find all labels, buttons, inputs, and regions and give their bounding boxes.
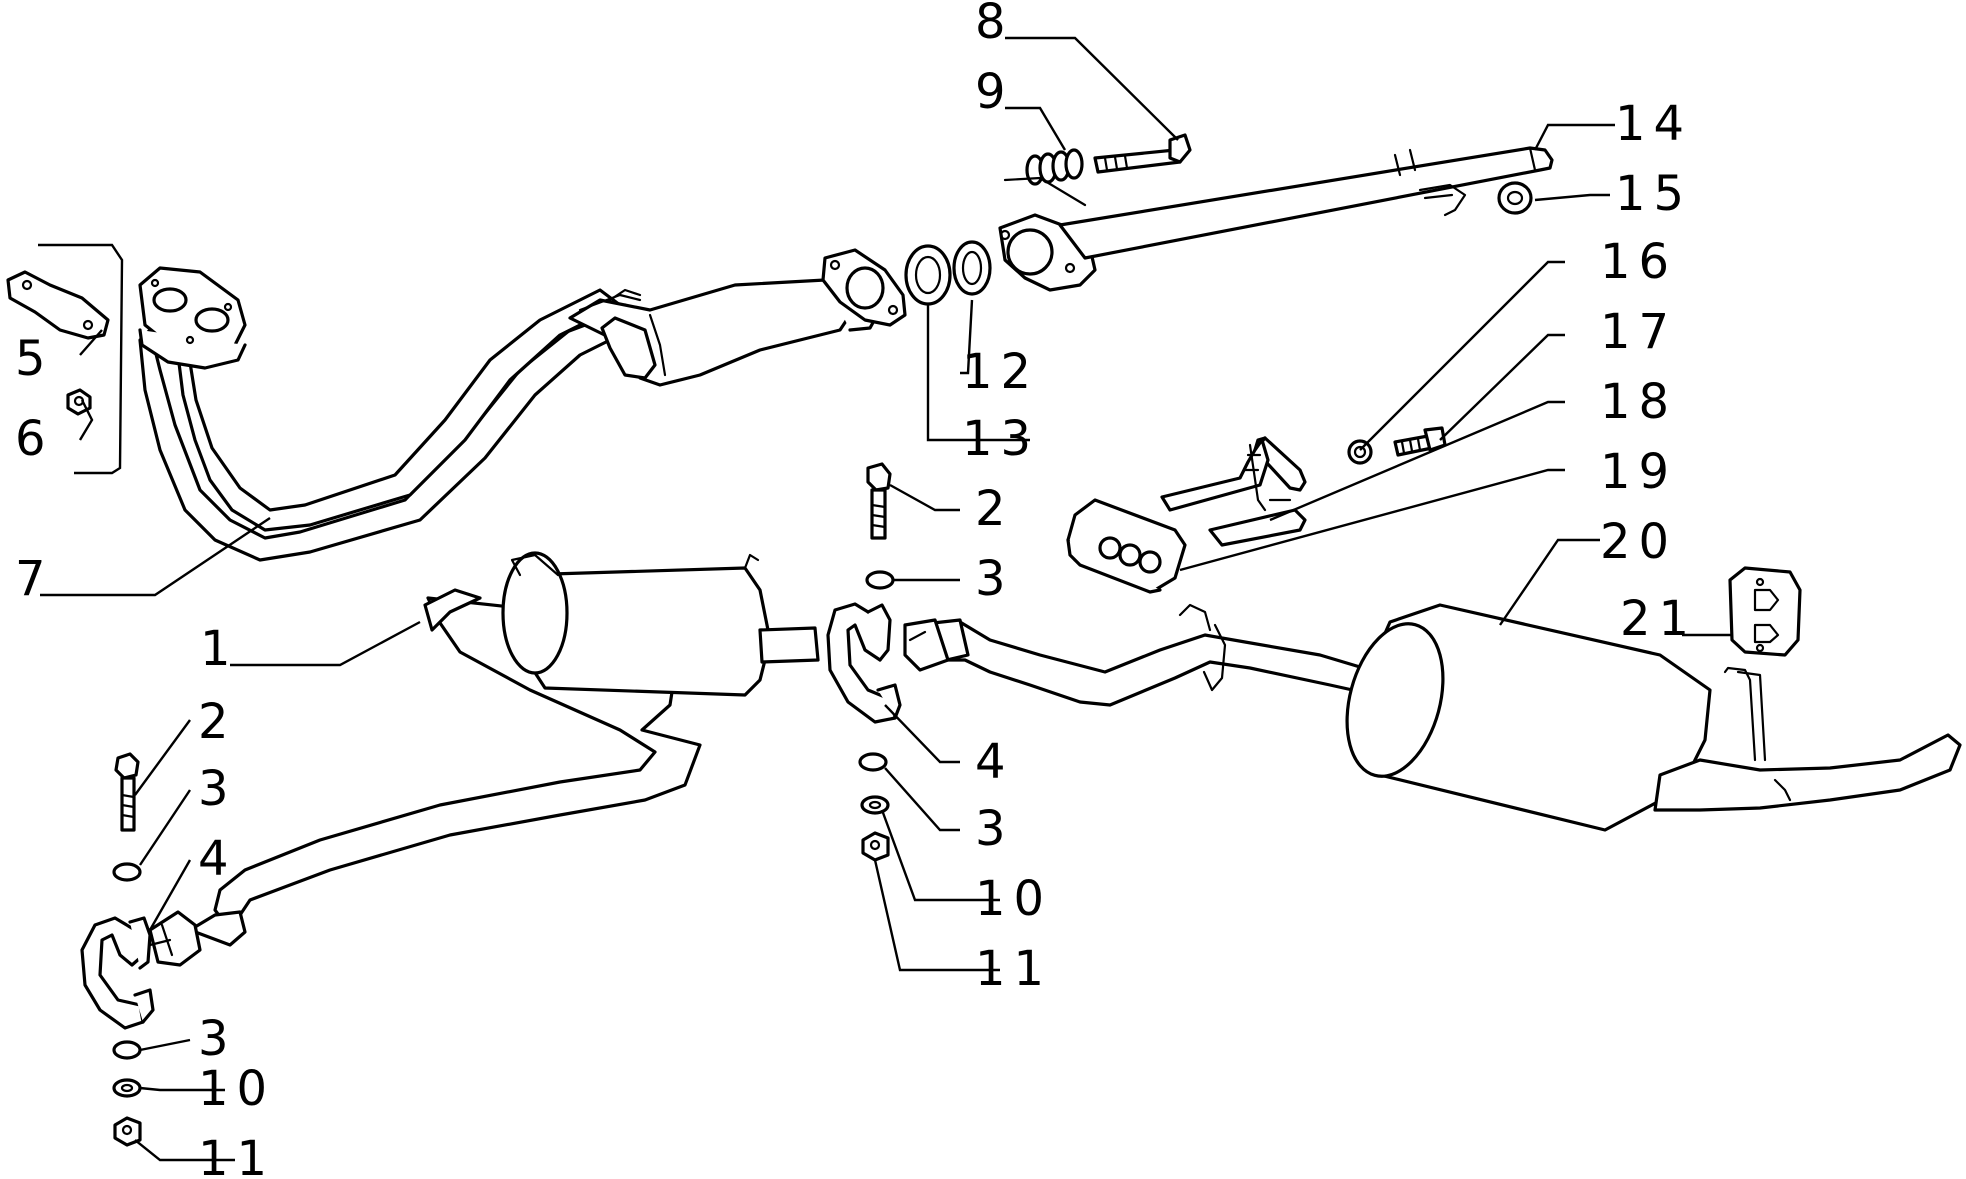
callout-labels: 8 9 14 15 16 17 18 19 20 21 5 6 7 12 13 … [15,0,1697,1179]
washer-3-left-top [112,862,142,882]
nut-11-left [113,1116,142,1147]
callout-16: 16 [1600,234,1677,290]
callout-2-center: 2 [975,481,1014,537]
callout-2-left: 2 [198,694,237,750]
spring-washer-10-left [112,1078,142,1098]
callout-10-center: 10 [975,871,1052,927]
callout-4-left: 4 [198,831,237,887]
nut-11-center [861,831,890,862]
callout-12: 12 [962,344,1039,400]
callout-5: 5 [15,331,54,387]
mounting-bracket [1160,436,1307,547]
callout-7: 7 [15,551,54,607]
callout-3-left-lower: 3 [198,1011,237,1067]
manifold-flange [138,266,247,370]
leader-lines [40,36,1732,1162]
intermediate-pipe [998,146,1554,292]
callout-9: 9 [975,64,1014,120]
callout-19: 19 [1600,444,1677,500]
callout-14: 14 [1615,96,1692,152]
callout-8: 8 [975,0,1014,50]
callout-3-left: 3 [198,761,237,817]
callout-1: 1 [200,621,239,677]
centre-silencer [148,551,820,967]
rear-pipe [903,603,1377,707]
nut-16 [1347,439,1373,465]
catalyst-outlet-flange [821,248,907,327]
rubber-ring-15 [1497,181,1533,215]
washer-3-center-lower [858,752,888,772]
callout-10-left: 10 [198,1061,275,1117]
seal-ring-12 [952,240,992,296]
callout-13: 13 [962,411,1039,467]
heat-shield-bracket [6,270,110,340]
washer-3-center [865,570,895,590]
callout-20: 20 [1600,514,1677,570]
bolt-2-left [114,752,140,832]
rear-silencer [1345,603,1962,832]
bolt-spring-axis [1003,176,1087,207]
bolt-8 [1093,133,1192,174]
callout-18: 18 [1600,374,1677,430]
spring-washer-10-center [860,795,890,815]
callout-21: 21 [1620,591,1697,647]
callout-3-center: 3 [975,551,1014,607]
clamp-4-left [80,916,155,1030]
clamp-4-center [826,602,902,724]
rubber-mount-19 [1066,498,1187,594]
callout-17: 17 [1600,304,1677,360]
bracket-leader-5-6 [38,243,124,475]
callout-6: 6 [15,411,54,467]
spring-9 [1025,148,1084,186]
callout-11-left: 11 [198,1131,275,1179]
bolt-2-center [866,462,892,540]
callout-11-center: 11 [975,941,1052,997]
callout-3-center-lower: 3 [975,801,1014,857]
washer-3-left-bottom [112,1040,142,1060]
callout-4-center: 4 [975,734,1014,790]
screw-17 [1393,426,1447,457]
gasket-13 [904,244,952,306]
rubber-hanger-21 [1728,566,1802,657]
callout-15: 15 [1615,166,1692,222]
